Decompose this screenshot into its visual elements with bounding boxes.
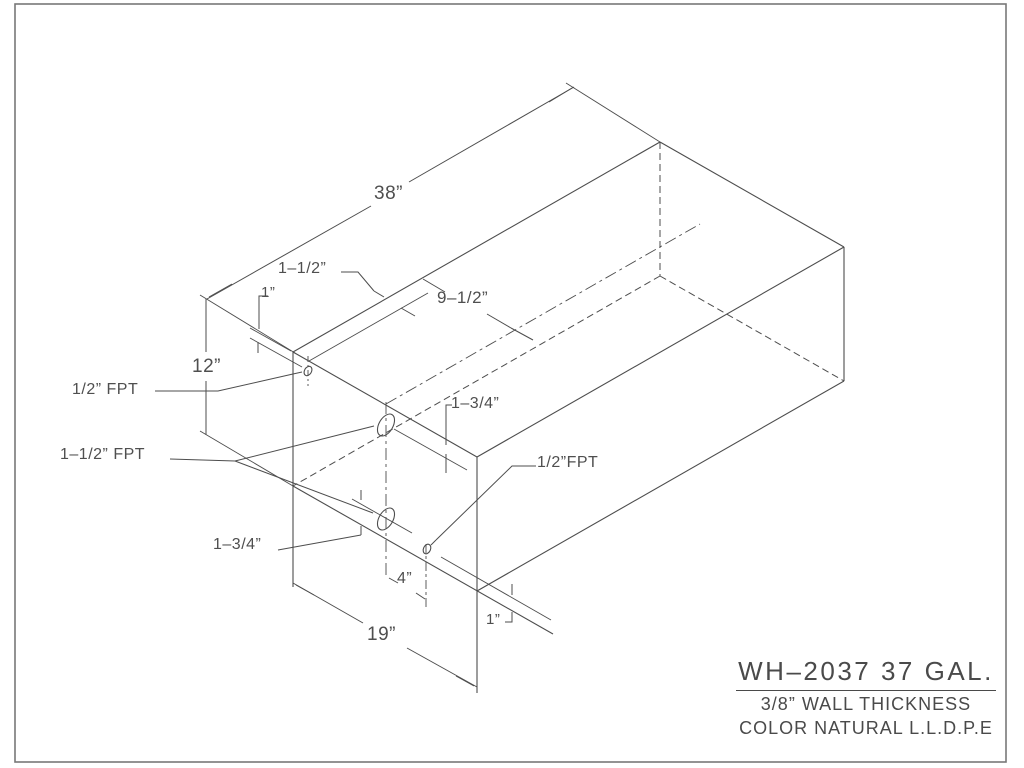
top-small-port xyxy=(303,365,313,377)
dim-length: 38” xyxy=(374,183,403,204)
label-top-fitting: 1/2” FPT xyxy=(72,381,139,398)
dim-height: 12” xyxy=(192,356,221,377)
title-block: WH–2037 37 GAL. 3/8” WALL THICKNESS COLO… xyxy=(725,656,1007,739)
extension-lines xyxy=(199,82,661,621)
centerlines xyxy=(307,223,701,608)
dim-lower-port-from-bottom: 1–3/4” xyxy=(213,536,262,553)
model-number: WH–2037 37 GAL. xyxy=(736,656,996,691)
tank-hidden-edges xyxy=(292,142,845,487)
dimension-lines xyxy=(205,86,575,688)
tank-solid-edges xyxy=(292,141,845,693)
material-note: COLOR NATURAL L.L.D.P.E xyxy=(739,718,993,738)
dim-top-port-down: 1” xyxy=(261,284,276,301)
wall-thickness-note: 3/8” WALL THICKNESS xyxy=(760,694,972,714)
upper-side-port xyxy=(376,413,396,437)
leader-lines xyxy=(155,371,536,546)
dim-upper-port-from-top: 1–3/4” xyxy=(451,395,500,412)
ports xyxy=(303,365,432,555)
dim-drain-up: 1” xyxy=(486,611,501,628)
dim-centerline-offset: 9–1/2” xyxy=(437,288,489,307)
dim-drain-spacing: 4” xyxy=(397,570,413,587)
dim-top-port-offset: 1–1/2” xyxy=(278,260,327,277)
dim-width: 19” xyxy=(367,624,396,645)
drain-port xyxy=(422,543,432,555)
lower-side-port xyxy=(376,507,396,531)
label-drain-fitting: 1/2”FPT xyxy=(537,454,599,471)
sheet-border xyxy=(14,3,1007,763)
label-side-fittings: 1–1/2” FPT xyxy=(60,446,146,463)
